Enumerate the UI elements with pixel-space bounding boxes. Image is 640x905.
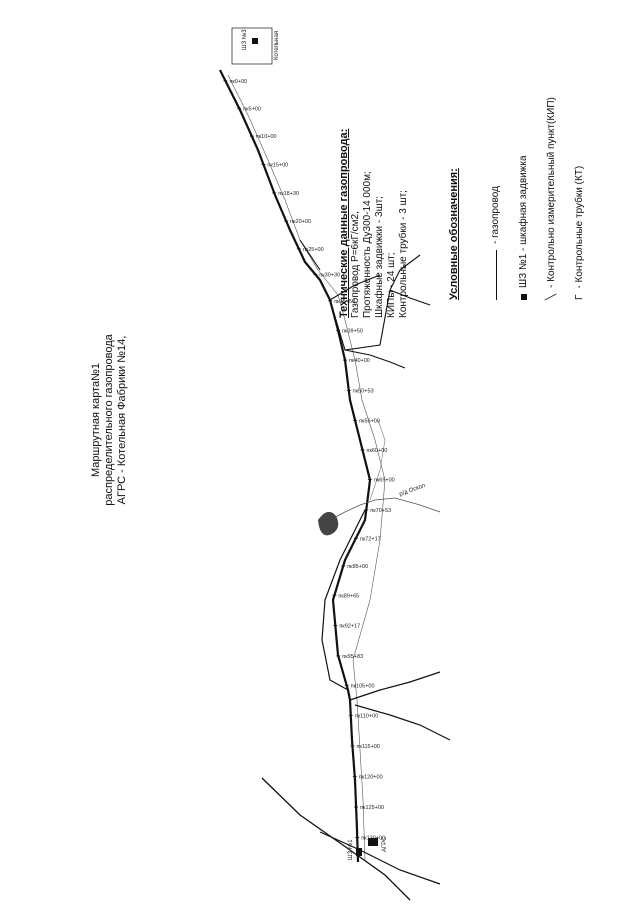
picket-label: пк120+00 <box>359 774 383 780</box>
picket-label: пк60+00 <box>366 448 387 454</box>
picket-label: пк65+00 <box>374 478 395 484</box>
title-line-2: распределительного газопровода <box>103 334 115 506</box>
picket-label: пк92+17 <box>339 624 360 630</box>
legend-heading: Условные обозначения: <box>448 168 460 300</box>
picket-label: пк30+30 <box>319 272 340 278</box>
legend-label: - Контрольно измерительный пункт(КИП) <box>546 97 557 288</box>
tech-specs: Технические данные газопровода: Газопров… <box>338 129 410 318</box>
road-5 <box>344 349 406 369</box>
picket-label: пк130+00 <box>361 836 385 842</box>
spec-line: Газопровод Р=6кГ/см2, <box>350 211 361 318</box>
road-8 <box>389 289 431 306</box>
road-7 <box>389 254 421 291</box>
map-title: Маршрутная карта№1 распределительного га… <box>90 320 129 520</box>
valve-start-label: ШЗ №1 <box>347 839 354 860</box>
legend-item-kt: Г - Контрольные трубки (КТ) <box>566 97 594 300</box>
picket-label: пк105+00 <box>351 683 375 689</box>
legend-label: ШЗ №1 - шкафная задвижка <box>518 155 529 288</box>
picket-label: пк10+00 <box>256 134 277 140</box>
picket-label: пк70+53 <box>370 508 391 514</box>
road-9 <box>329 274 381 301</box>
boiler-house-label: Котельная <box>274 31 280 60</box>
title-line-3: АГРС - Котельная Фабрики №14, <box>116 335 128 505</box>
picket-label: пк25+00 <box>303 247 324 253</box>
picket-label: пк5+00 <box>243 106 261 112</box>
kt-icon: Г <box>574 294 585 300</box>
legend: Условные обозначения: - газопровод ШЗ №1… <box>448 97 594 300</box>
picket-label: пк72+17 <box>360 536 381 542</box>
road-3 <box>349 671 441 701</box>
stream <box>369 419 386 501</box>
title-line-1: Маршрутная карта№1 <box>90 362 102 478</box>
picket-label: пк18+30 <box>278 191 299 197</box>
pipeline-loop <box>321 509 366 691</box>
picket-label: пк55+00 <box>359 418 380 424</box>
legend-label: - Контрольные трубки (КТ) <box>574 165 585 289</box>
picket-label: пк20+00 <box>290 219 311 225</box>
road-1 <box>261 777 411 901</box>
road-4 <box>354 704 451 741</box>
kip-icon: ╲ <box>546 293 557 300</box>
picket-label: пк39+50 <box>342 328 363 334</box>
agrs-building <box>368 838 378 846</box>
agrs-label: АГРС <box>382 836 388 852</box>
pond <box>318 511 339 536</box>
picket-label: пк85+00 <box>347 564 368 570</box>
picket-labels: пк0+00 пк5+00 пк10+00 пк15+00 пк18+30 пк20+00… <box>223 79 395 842</box>
pipeline-swatch <box>495 250 497 300</box>
spec-line: Контрольные трубки - 3 шт; <box>398 190 409 318</box>
picket-label: пк89+65 <box>338 593 359 599</box>
valve-start <box>356 848 362 856</box>
road-2 <box>319 831 441 885</box>
picket-label: пк15+00 <box>267 162 288 168</box>
valve-end-label: ШЗ №3 <box>241 29 248 50</box>
parallel-line <box>227 74 386 861</box>
road-10 <box>299 239 321 271</box>
spec-line: Шкафные задвижки - 3шт; <box>374 196 385 318</box>
spec-line: КИПы - 24 шт; <box>386 252 397 318</box>
legend-label: - газопровод <box>490 186 501 244</box>
river <box>329 497 441 521</box>
picket-label: пк110+00 <box>355 713 378 719</box>
picket-label: пк50+53 <box>353 388 374 394</box>
boiler-house-outline <box>231 27 273 65</box>
spec-line: Протяженность Ду300-14 000м; <box>362 171 373 318</box>
river-label: р/д Оскол <box>399 483 427 498</box>
picket-label: пк125+00 <box>360 805 384 811</box>
legend-item-kip: ╲ - Контрольно измерительный пункт(КИП) <box>538 97 566 300</box>
valve-end <box>252 38 258 44</box>
picket-label: пк95+83 <box>342 654 363 660</box>
road-6 <box>329 289 391 351</box>
picket-label: пк115+00 <box>356 744 379 750</box>
picket-label: пк35+50 <box>334 299 355 305</box>
picket-label: пк40+00 <box>349 358 370 364</box>
legend-item-pipeline: - газопровод <box>482 97 510 300</box>
tech-specs-heading: Технические данные газопровода: <box>338 128 350 318</box>
picket-label: пк0+00 <box>229 79 247 85</box>
valve-icon <box>521 294 527 300</box>
gas-pipeline <box>219 69 372 863</box>
legend-item-valve: ШЗ №1 - шкафная задвижка <box>510 97 538 300</box>
